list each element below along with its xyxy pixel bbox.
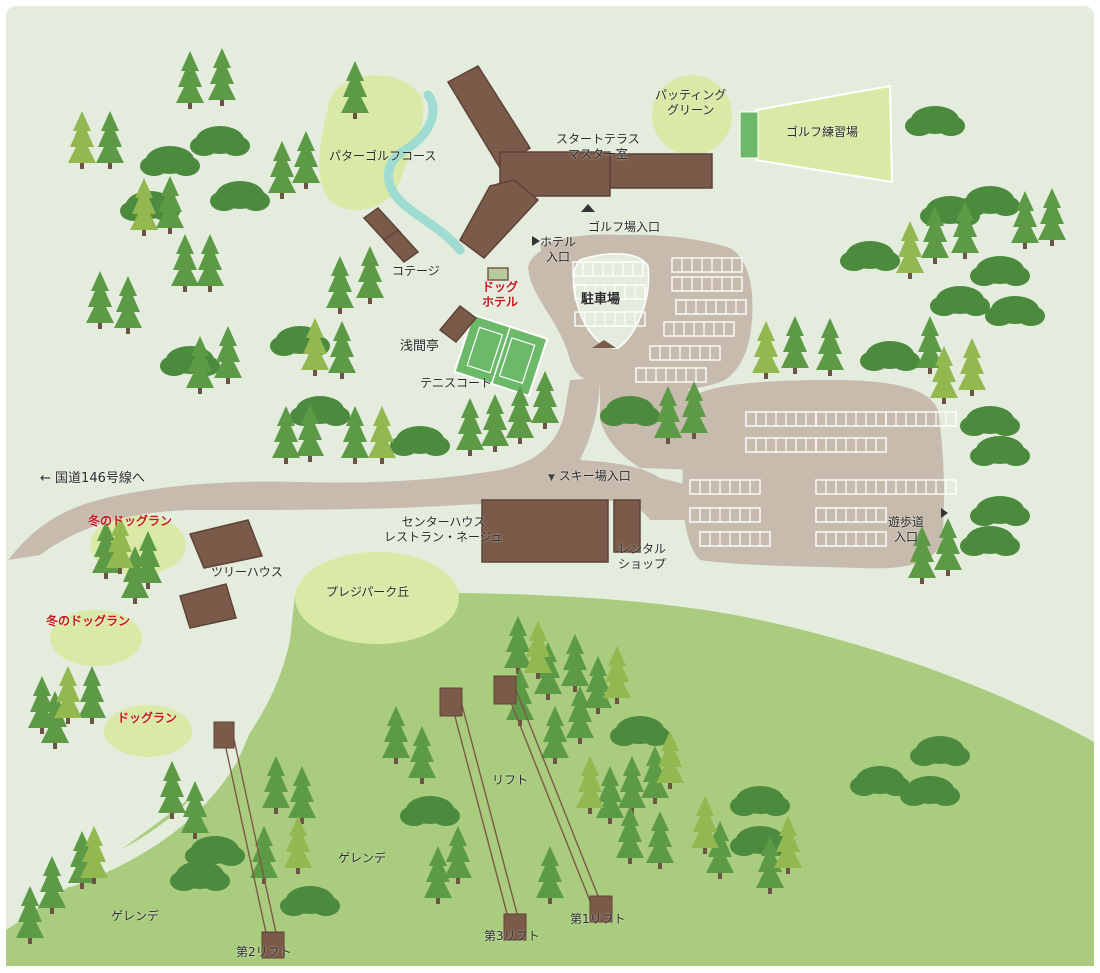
- lift-1-top: [493, 675, 517, 705]
- treehouse-1: [188, 519, 264, 569]
- center-house-label: センターハウス レストラン・ネージュ: [384, 515, 503, 544]
- winter-dogrun-2-field: [50, 610, 142, 666]
- dog-hotel-label: ドッグ ホテル: [482, 280, 519, 309]
- lift-1-line: [501, 679, 593, 907]
- hotel-wing-east: [499, 151, 611, 197]
- asamatei-label: 浅間亭: [400, 339, 440, 354]
- winter-dogrun-1-label: 冬のドッグラン: [88, 514, 173, 528]
- dog-hotel: [487, 267, 509, 281]
- hotel-wing-north: [446, 65, 532, 170]
- slope-1-label: ゲレンデ: [338, 851, 387, 865]
- parking-island: [572, 253, 650, 349]
- lift-2-top: [213, 721, 235, 749]
- cottage-label: コテージ: [392, 264, 440, 278]
- range-mat: [739, 111, 759, 159]
- lift-2-label: 第2リフト: [236, 945, 292, 959]
- lift-3-line: [447, 689, 511, 926]
- golf-range-label: ゴルフ練習場: [786, 125, 859, 139]
- trail: [63, 573, 297, 887]
- golf-entrance-marker: [581, 204, 595, 212]
- dogrun-label: ドッグラン: [117, 711, 178, 725]
- treehouse-2: [179, 583, 237, 629]
- lift-lines: [221, 679, 603, 943]
- hotel-wing-southwest: [459, 179, 540, 260]
- start-terrace: [609, 153, 713, 189]
- route146-label: ← 国道146号線へ: [40, 471, 145, 486]
- pleasure-park-hill-label: プレジパーク丘: [326, 585, 410, 599]
- lift-2-bottom: [261, 931, 285, 959]
- putting-green: [652, 75, 732, 155]
- lift-1-bottom: [589, 895, 613, 923]
- lift-1-line-b: [511, 679, 603, 907]
- left-arrow-icon: ←: [40, 471, 51, 486]
- parking-lot-lower: [682, 380, 945, 569]
- ski-slope-area: [6, 592, 1094, 966]
- asamatei: [438, 304, 478, 344]
- lift-3-top: [439, 687, 463, 717]
- parking-label: 駐車場: [581, 292, 621, 307]
- triangle-down-icon: ▼: [548, 473, 555, 483]
- hotel-entrance-marker: [532, 236, 540, 246]
- lift-stations: [213, 675, 613, 959]
- putting-green-label: パッティング グリーン: [655, 88, 727, 117]
- pleasure-park-hill: [295, 552, 459, 644]
- promenade-marker: [941, 508, 948, 518]
- lift-3-line-b: [457, 689, 521, 926]
- main-road: [8, 378, 700, 560]
- golf-entrance-label: ゴルフ場入口: [588, 220, 661, 234]
- slope-2-label: ゲレンデ: [111, 909, 160, 923]
- parking-gate-marker: [592, 340, 616, 348]
- hotel-entrance-label: ホテル 入口: [540, 235, 577, 264]
- ski-entrance-label: ▼ スキー場入口: [548, 469, 631, 483]
- start-terrace-label: スタートテラス マスター室: [556, 132, 640, 161]
- rental-shop-label: レンタル ショップ: [618, 542, 667, 571]
- rental-shop: [613, 499, 641, 553]
- lift-3-label: 第3リフト: [484, 929, 540, 943]
- lift-1-label: 第1リフト: [570, 912, 626, 926]
- lift-3-bottom: [503, 913, 527, 941]
- cottage-2: [382, 229, 420, 263]
- lift-2-line-b: [231, 729, 279, 943]
- center-house: [481, 499, 609, 563]
- lift-2-line: [221, 729, 269, 943]
- buildings: [179, 65, 713, 629]
- lift-label: リフト: [492, 773, 529, 787]
- treehouse-label: ツリーハウス: [211, 565, 283, 579]
- putter-golf-label: パターゴルフコース: [329, 149, 437, 163]
- winter-dogrun-2-label: 冬のドッグラン: [46, 614, 131, 628]
- tennis-court-label: テニスコート: [420, 376, 493, 390]
- stream: [384, 90, 465, 255]
- promenade-entrance-label: 遊歩道 入口: [888, 515, 925, 544]
- dogrun-field: [104, 705, 192, 757]
- tennis-court: [453, 313, 549, 398]
